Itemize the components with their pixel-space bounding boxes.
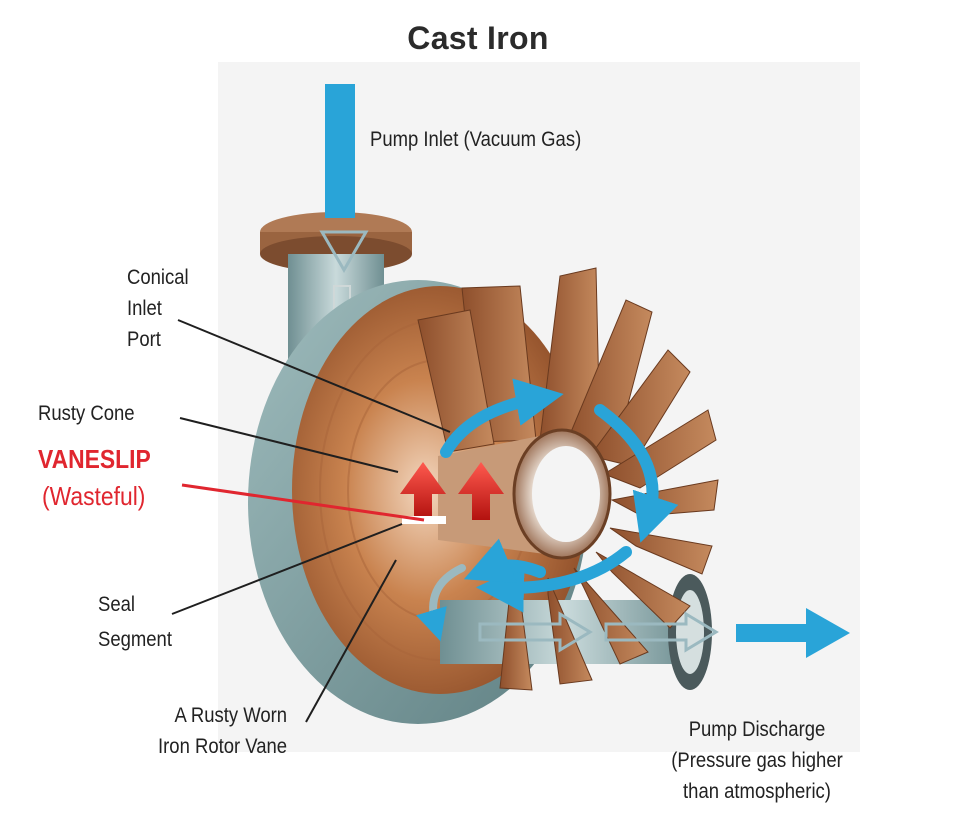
label-conical-line-1: Conical [127,266,189,289]
label-vaneslip-note: (Wasteful) [42,481,146,511]
label-pump-inlet: Pump Inlet (Vacuum Gas) [370,128,582,151]
rotor-hub [438,428,612,560]
circulation-arrows [416,378,679,642]
label-rotor-line-1: A Rusty Worn [174,704,288,727]
leader-rusty-cone [179,417,399,473]
leader-conical-inlet-port [177,319,451,433]
leader-lines [171,319,451,723]
discharge-arrow [736,608,850,658]
label-rotor-vane: A Rusty Worn Iron Rotor Vane [158,700,287,762]
vaneslip-arrows [400,462,504,520]
diagram-title: Cast Iron [407,20,549,56]
label-conical-line-2: Inlet [127,297,162,320]
label-seal-segment: Seal Segment [98,587,172,657]
label-discharge-line-1: Pump Discharge [688,718,826,741]
label-discharge-line-2: (Pressure gas higher [671,749,843,772]
inlet-flow-arrow [319,230,369,273]
discharge-flow-arrows [478,611,719,653]
leader-vaneslip [181,483,425,522]
label-seal-line-1: Seal [98,593,135,616]
label-pump-discharge: Pump Discharge (Pressure gas higher than… [654,714,860,807]
label-conical-line-3: Port [127,328,161,351]
label-vaneslip: VANESLIP [38,444,151,474]
label-rusty-cone: Rusty Cone [38,402,135,425]
label-seal-line-2: Segment [98,628,172,651]
leader-seal-segment [171,523,403,615]
leader-rotor-vane [305,559,397,723]
inlet-flow-bar [325,84,355,218]
label-conical-inlet-port: Conical Inlet Port [127,262,189,355]
label-discharge-line-3: than atmospheric) [683,780,831,803]
label-rotor-line-2: Iron Rotor Vane [158,735,288,758]
